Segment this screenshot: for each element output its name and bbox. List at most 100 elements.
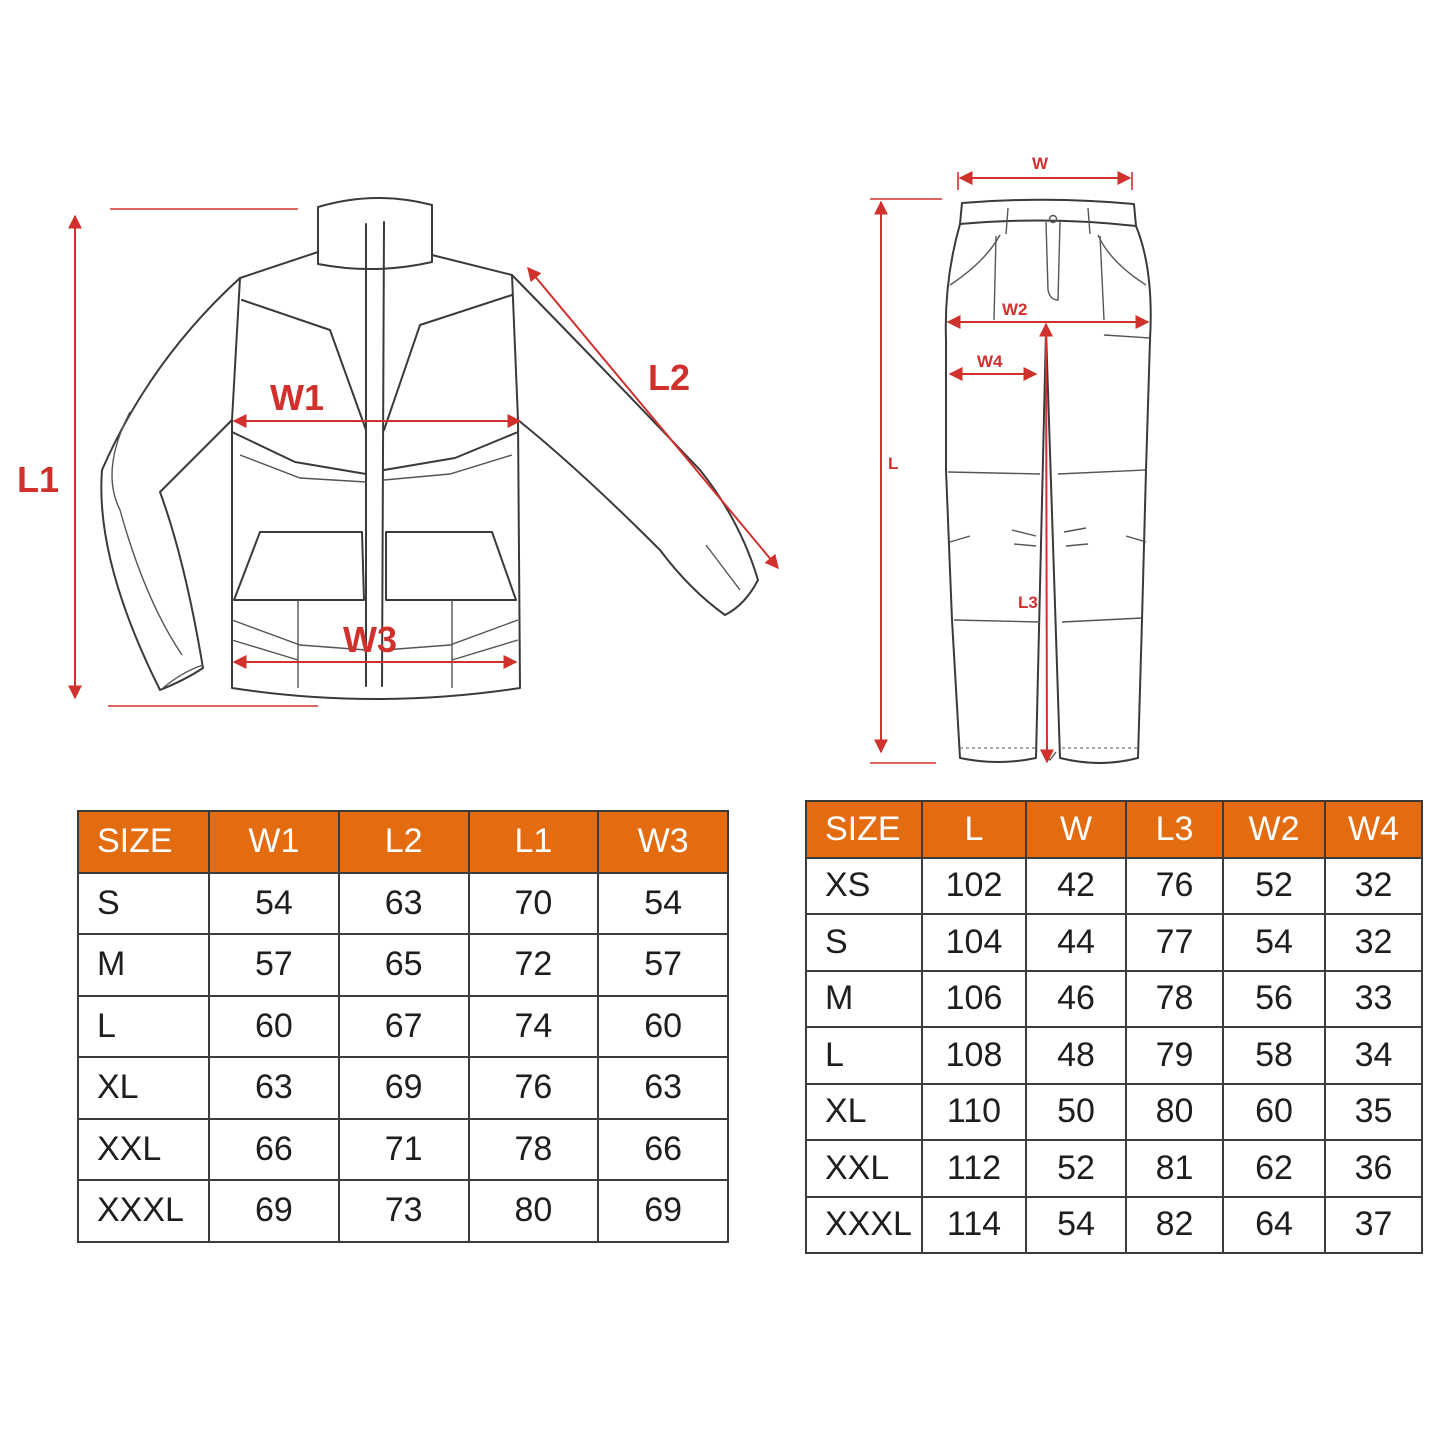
measurement-cell: 63 bbox=[208, 1056, 340, 1120]
measurement-cell: 33 bbox=[1324, 969, 1423, 1028]
measurement-cell: 108 bbox=[921, 1026, 1027, 1085]
column-header: L2 bbox=[337, 810, 470, 874]
measurement-cell: 46 bbox=[1025, 969, 1127, 1028]
measurement-cell: 35 bbox=[1324, 1082, 1423, 1141]
column-header: W1 bbox=[208, 810, 340, 874]
column-header: L1 bbox=[467, 810, 600, 874]
measurement-cell: 72 bbox=[467, 933, 600, 997]
w4-label: W4 bbox=[977, 352, 1003, 371]
measurement-cell: 69 bbox=[208, 1179, 340, 1243]
measurement-cell: 60 bbox=[208, 994, 340, 1058]
size-cell: XXL bbox=[77, 1117, 210, 1181]
size-cell: XXXL bbox=[77, 1179, 210, 1243]
measurement-cell: 79 bbox=[1125, 1026, 1224, 1085]
measurement-cell: 63 bbox=[597, 1056, 729, 1120]
measurement-cell: 54 bbox=[1222, 913, 1326, 972]
size-cell: M bbox=[805, 969, 923, 1028]
w3-label: W3 bbox=[343, 619, 397, 660]
measurement-cell: 54 bbox=[208, 871, 340, 935]
pants-measurements: W W2 W4 L L3 bbox=[870, 154, 1150, 764]
garment-diagram: L1 W1 L2 W3 bbox=[17, 154, 1152, 764]
measurement-cell: 77 bbox=[1125, 913, 1224, 972]
measurement-cell: 110 bbox=[921, 1082, 1027, 1141]
size-cell: XL bbox=[77, 1056, 210, 1120]
size-cell: M bbox=[77, 933, 210, 997]
jacket-drawing bbox=[100, 196, 759, 700]
l2-label: L2 bbox=[648, 357, 690, 398]
measurement-cell: 81 bbox=[1125, 1139, 1224, 1198]
measurement-cell: 69 bbox=[597, 1179, 729, 1243]
column-header: W4 bbox=[1324, 800, 1423, 859]
column-header: W3 bbox=[597, 810, 729, 874]
column-header: W2 bbox=[1222, 800, 1326, 859]
measurement-cell: 69 bbox=[337, 1056, 470, 1120]
measurement-cell: 64 bbox=[1222, 1195, 1326, 1254]
measurement-cell: 73 bbox=[337, 1179, 470, 1243]
measurement-cell: 52 bbox=[1025, 1139, 1127, 1198]
column-header: SIZE bbox=[805, 800, 923, 859]
w2-label: W2 bbox=[1002, 300, 1028, 319]
measurement-cell: 57 bbox=[208, 933, 340, 997]
measurement-cell: 50 bbox=[1025, 1082, 1127, 1141]
measurement-cell: 114 bbox=[921, 1195, 1027, 1254]
measurement-cell: 62 bbox=[1222, 1139, 1326, 1198]
measurement-cell: 63 bbox=[337, 871, 470, 935]
column-header: L3 bbox=[1125, 800, 1224, 859]
size-cell: S bbox=[805, 913, 923, 972]
measurement-cell: 67 bbox=[337, 994, 470, 1058]
measurement-cell: 32 bbox=[1324, 913, 1423, 972]
measurement-cell: 74 bbox=[467, 994, 600, 1058]
size-cell: XL bbox=[805, 1082, 923, 1141]
column-header: L bbox=[921, 800, 1027, 859]
measurement-cell: 54 bbox=[597, 871, 729, 935]
measurement-cell: 42 bbox=[1025, 856, 1127, 915]
measurement-cell: 102 bbox=[921, 856, 1027, 915]
measurement-cell: 76 bbox=[1125, 856, 1224, 915]
measurement-cell: 66 bbox=[208, 1117, 340, 1181]
size-cell: XS bbox=[805, 856, 923, 915]
l1-label: L1 bbox=[17, 459, 59, 500]
measurement-cell: 80 bbox=[1125, 1082, 1224, 1141]
measurement-cell: 70 bbox=[467, 871, 600, 935]
measurement-cell: 82 bbox=[1125, 1195, 1224, 1254]
measurement-cell: 48 bbox=[1025, 1026, 1127, 1085]
jacket-measurements: L1 W1 L2 W3 bbox=[17, 208, 779, 707]
w1-label: W1 bbox=[270, 377, 324, 418]
size-cell: XXL bbox=[805, 1139, 923, 1198]
measurement-cell: 80 bbox=[467, 1179, 600, 1243]
measurement-cell: 112 bbox=[921, 1139, 1027, 1198]
measurement-cell: 34 bbox=[1324, 1026, 1423, 1085]
measurement-cell: 65 bbox=[337, 933, 470, 997]
measurement-cell: 58 bbox=[1222, 1026, 1326, 1085]
measurement-cell: 78 bbox=[467, 1117, 600, 1181]
measurement-cell: 32 bbox=[1324, 856, 1423, 915]
measurement-cell: 76 bbox=[467, 1056, 600, 1120]
measurement-cell: 104 bbox=[921, 913, 1027, 972]
measurement-cell: 60 bbox=[597, 994, 729, 1058]
size-cell: L bbox=[77, 994, 210, 1058]
measurement-cell: 44 bbox=[1025, 913, 1127, 972]
measurement-cell: 78 bbox=[1125, 969, 1224, 1028]
measurement-cell: 54 bbox=[1025, 1195, 1127, 1254]
pants-drawing bbox=[944, 198, 1152, 764]
measurement-cell: 66 bbox=[597, 1117, 729, 1181]
measurement-cell: 36 bbox=[1324, 1139, 1423, 1198]
measurement-cell: 57 bbox=[597, 933, 729, 997]
l-label: L bbox=[888, 454, 898, 473]
